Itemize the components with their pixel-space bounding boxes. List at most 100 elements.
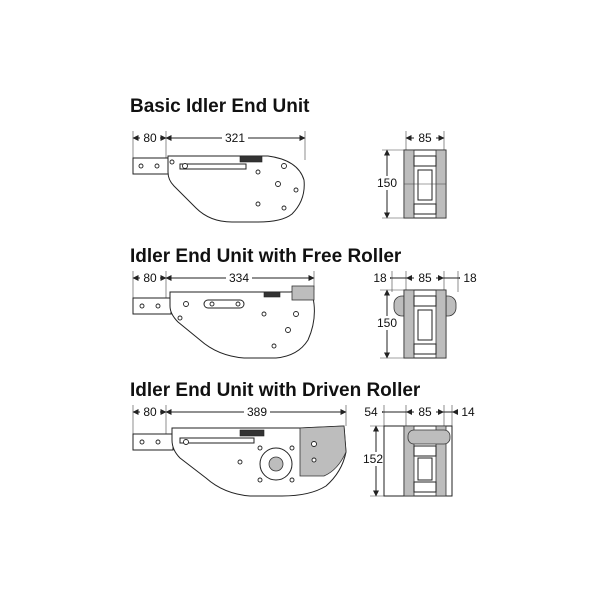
- core: [417, 169, 433, 201]
- hole: [261, 311, 267, 317]
- arrow: [438, 409, 444, 415]
- dim-label-85: 85: [418, 405, 432, 419]
- label-bg: [414, 131, 436, 144]
- section-title: Idler End Unit with Driven Roller: [130, 380, 421, 401]
- arrow: [438, 275, 444, 281]
- label-bg: [222, 131, 248, 144]
- side-view: [132, 425, 347, 497]
- hole: [281, 205, 287, 211]
- label-bg: [140, 131, 160, 144]
- block: [413, 203, 437, 215]
- hole: [235, 301, 241, 307]
- dim-label-334: 334: [229, 271, 249, 285]
- hole: [155, 303, 161, 309]
- hole: [209, 301, 215, 307]
- block: [413, 155, 437, 167]
- block: [413, 343, 437, 355]
- dim-label-85: 85: [418, 271, 432, 285]
- hole: [289, 477, 295, 483]
- hole: [285, 327, 291, 333]
- section-driven-roller: Idler End Unit with Driven Roller 80 389: [130, 380, 478, 497]
- arrow: [452, 409, 458, 415]
- slot: [179, 437, 255, 444]
- dim-label-85: 85: [418, 131, 432, 145]
- core: [417, 309, 433, 341]
- hole: [257, 477, 263, 483]
- arrow: [406, 409, 412, 415]
- side-plate: [403, 425, 415, 497]
- hole: [139, 439, 145, 445]
- end-view: [403, 149, 447, 219]
- label-bg: [362, 452, 390, 466]
- hole: [183, 301, 189, 307]
- hole: [138, 163, 144, 169]
- side-plate: [403, 289, 415, 359]
- label-bg: [414, 271, 436, 284]
- side-plate: [435, 425, 447, 497]
- hole: [275, 181, 281, 187]
- side-view: [132, 285, 315, 359]
- hole: [169, 159, 175, 165]
- hole: [281, 163, 287, 169]
- hole: [255, 201, 261, 207]
- shaft: [132, 157, 170, 175]
- label-bg: [375, 176, 399, 190]
- shaft: [132, 433, 174, 451]
- dim-label-80: 80: [143, 271, 157, 285]
- slot: [203, 299, 245, 309]
- label-bg: [460, 271, 480, 284]
- section-basic-idler: Basic Idler End Unit 80 321: [130, 96, 447, 223]
- dim-label-389: 389: [247, 405, 267, 419]
- side-view: [132, 155, 305, 223]
- hole: [182, 163, 188, 169]
- label-bg: [414, 405, 436, 418]
- shaft: [132, 297, 172, 315]
- hole: [255, 169, 261, 175]
- dim-label-54: 54: [364, 405, 378, 419]
- hole: [257, 445, 263, 451]
- label-bg: [140, 271, 160, 284]
- side-plate: [435, 289, 447, 359]
- label-bg: [360, 405, 382, 418]
- hole: [271, 343, 277, 349]
- core: [417, 457, 433, 481]
- block: [413, 295, 437, 307]
- label-bg: [458, 405, 478, 418]
- slot: [179, 163, 247, 170]
- dim-label-321: 321: [225, 131, 245, 145]
- label-bg: [370, 271, 390, 284]
- dim-label-18: 18: [463, 271, 477, 285]
- hole: [139, 303, 145, 309]
- hole: [183, 439, 189, 445]
- hole: [154, 163, 160, 169]
- end-view: [393, 289, 457, 359]
- dim-label-150: 150: [377, 176, 397, 190]
- hole: [293, 311, 299, 317]
- dim-label-18: 18: [373, 271, 387, 285]
- dim-label-80: 80: [143, 405, 157, 419]
- hole: [293, 187, 299, 193]
- label-bg: [244, 405, 270, 418]
- roller-bracket: [291, 285, 315, 301]
- dim-label-150: 150: [377, 316, 397, 330]
- hole: [177, 315, 183, 321]
- hole: [289, 445, 295, 451]
- end-view: [383, 425, 453, 497]
- block: [413, 481, 437, 493]
- drive-housing: [299, 425, 347, 477]
- section-title: Basic Idler End Unit: [130, 96, 310, 117]
- plate: [167, 155, 305, 223]
- drive-housing: [383, 425, 407, 497]
- label-bg: [375, 316, 399, 330]
- label-plate: [239, 429, 265, 437]
- dim-label-80: 80: [143, 131, 157, 145]
- hole: [155, 439, 161, 445]
- drive-shaft: [268, 456, 284, 472]
- label-bg: [140, 405, 160, 418]
- label-plate: [239, 155, 263, 163]
- dim-label-152: 152: [363, 452, 383, 466]
- section-title: Idler End Unit with Free Roller: [130, 246, 402, 267]
- driven-roller: [407, 429, 451, 445]
